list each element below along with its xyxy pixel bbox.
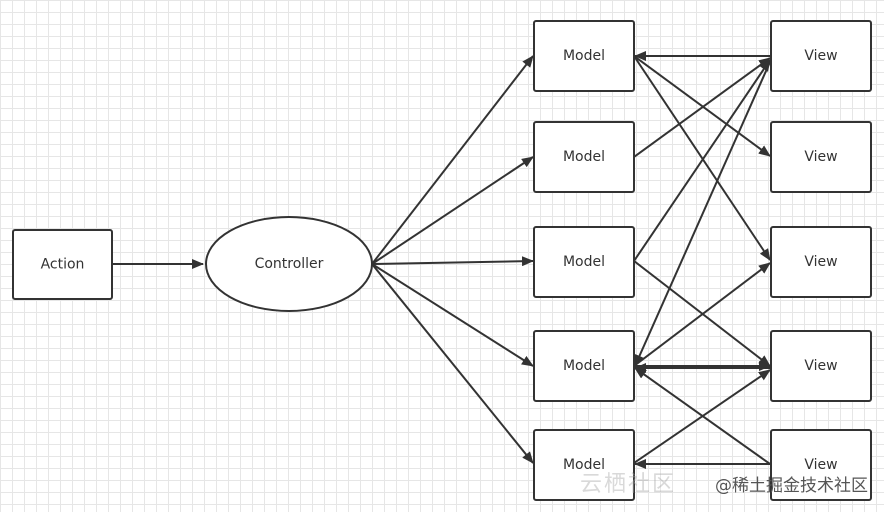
node-label-m2: Model	[563, 149, 605, 165]
edge-controller-to-m3	[371, 256, 534, 267]
node-label-controller: Controller	[255, 256, 324, 272]
edge-m4-to-v3	[633, 262, 771, 367]
node-label-m3: Model	[563, 254, 605, 270]
edge-controller-to-m5	[371, 263, 534, 464]
node-v3: View	[770, 226, 872, 298]
edge-m1-to-v2	[633, 55, 771, 157]
node-shape-m2	[533, 121, 635, 193]
edge-controller-to-m2	[371, 156, 534, 265]
node-shape-m5	[533, 429, 635, 501]
node-label-m4: Model	[563, 358, 605, 374]
edge-m1-to-v3	[633, 55, 771, 261]
edge-m3-to-v1	[633, 59, 771, 262]
node-shape-v5	[770, 429, 872, 501]
edge-m5-to-v4	[633, 369, 771, 464]
node-label-m5: Model	[563, 457, 605, 473]
node-v1: View	[770, 20, 872, 92]
node-label-m1: Model	[563, 48, 605, 64]
node-label-v1: View	[804, 48, 837, 64]
node-shape-v1	[770, 20, 872, 92]
edge-v1-to-m4	[634, 61, 771, 367]
node-v2: View	[770, 121, 872, 193]
node-shape-action	[12, 229, 113, 300]
node-label-v3: View	[804, 254, 837, 270]
watermark: @稀土掘金技术社区	[715, 476, 868, 496]
node-v4: View	[770, 330, 872, 402]
watermark-faint: 云栖社区	[580, 472, 677, 497]
edge-m2-to-v1	[633, 57, 771, 158]
node-label-v2: View	[804, 149, 837, 165]
node-shape-v2	[770, 121, 872, 193]
node-m5: Model	[533, 429, 635, 501]
node-shape-m3	[533, 226, 635, 298]
node-v5: View	[770, 429, 872, 501]
node-shape-m1	[533, 20, 635, 92]
edge-controller-to-m4	[371, 263, 534, 367]
node-label-v5: View	[804, 457, 837, 473]
node-shape-v4	[770, 330, 872, 402]
edge-controller-to-m1	[371, 55, 534, 265]
node-shape-m4	[533, 330, 635, 402]
node-m3: Model	[533, 226, 635, 298]
node-m4: Model	[533, 330, 635, 402]
node-m2: Model	[533, 121, 635, 193]
node-m1: Model	[533, 20, 635, 92]
node-controller: Controller	[205, 216, 373, 312]
edges-layer	[113, 51, 771, 469]
node-shape-v3	[770, 226, 872, 298]
node-action: Action	[12, 229, 113, 300]
node-label-action: Action	[41, 257, 85, 273]
node-label-v4: View	[804, 358, 837, 374]
node-shape-controller	[205, 216, 373, 312]
